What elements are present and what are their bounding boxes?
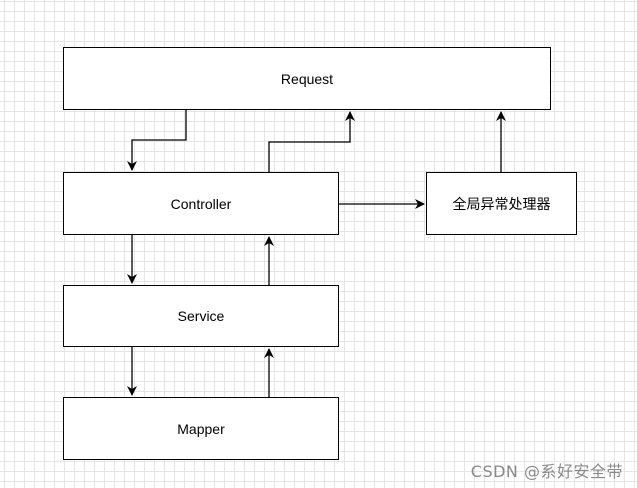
global-exception-handler-label: 全局异常处理器	[452, 196, 551, 213]
mapper-label: Mapper	[177, 420, 225, 437]
request-node[interactable]: Request	[63, 47, 551, 110]
controller-label: Controller	[170, 195, 232, 212]
request-label: Request	[280, 70, 334, 87]
global-exception-handler-node[interactable]: 全局异常处理器	[426, 172, 577, 235]
service-node[interactable]: Service	[63, 285, 339, 347]
mapper-node[interactable]: Mapper	[63, 397, 339, 460]
controller-node[interactable]: Controller	[63, 172, 339, 235]
edge-controller-to-request	[268, 111, 355, 172]
watermark-text: CSDN @系好安全带	[470, 462, 623, 481]
service-label: Service	[177, 308, 225, 324]
edge-request-to-controller	[127, 110, 187, 171]
